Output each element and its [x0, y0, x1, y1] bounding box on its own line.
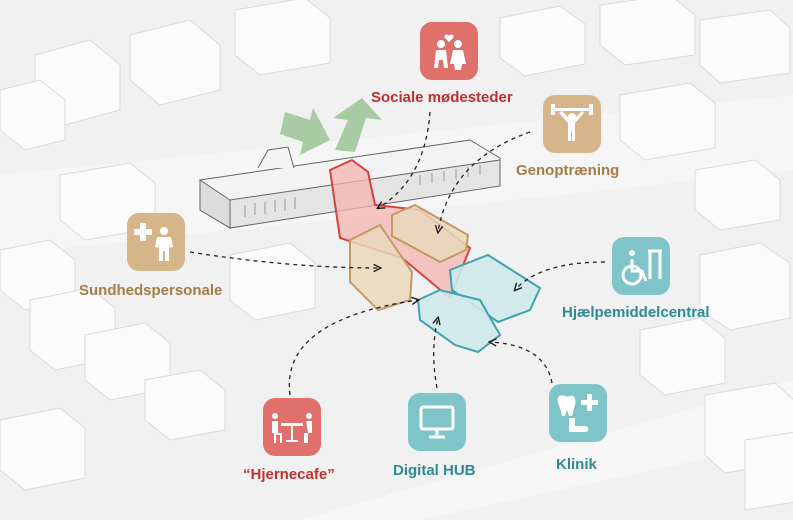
label-hjaelpemiddel: Hjælpemiddelcentral — [562, 304, 710, 321]
people-heart-icon — [420, 22, 478, 80]
label-genoptraening: Genoptræning — [516, 162, 620, 179]
connector-genoptraening — [438, 131, 531, 232]
wheelchair-icon — [612, 237, 670, 295]
access-arrows — [280, 98, 382, 155]
connector-sundhed — [189, 251, 380, 268]
connector-hjaelpemiddel — [515, 261, 606, 290]
connector-digital — [434, 318, 438, 389]
label-sundhed: Sundhedspersonale — [79, 282, 223, 299]
connector-klinik — [490, 342, 553, 384]
tooth-foot-clinic-icon — [549, 384, 607, 442]
cafe-table-icon — [263, 398, 321, 456]
connector-lines — [189, 111, 606, 396]
label-klinik: Klinik — [556, 456, 597, 473]
label-sociale: Sociale mødesteder — [371, 89, 513, 106]
weightlifting-icon — [543, 95, 601, 153]
arrow-in-icon — [280, 108, 330, 155]
connector-hjernecafe — [288, 300, 418, 396]
arrow-out-icon — [333, 98, 382, 152]
monitor-icon — [408, 393, 466, 451]
label-hjernecafe: “Hjernecafe” — [243, 466, 335, 483]
health-staff-icon — [127, 213, 185, 271]
label-digital: Digital HUB — [393, 462, 476, 479]
